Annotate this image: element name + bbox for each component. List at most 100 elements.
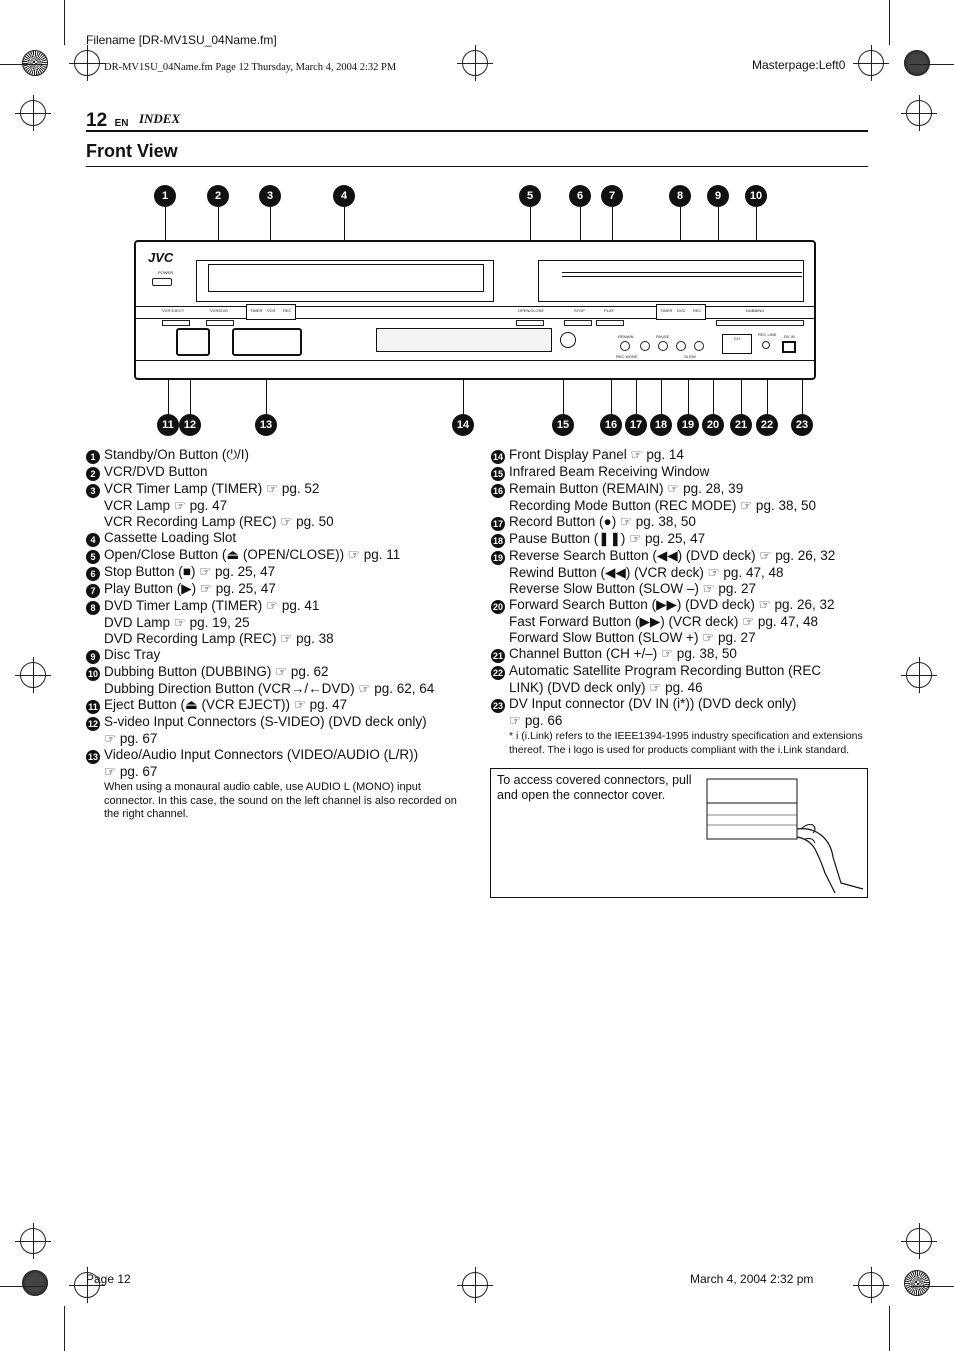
reverse-search-button[interactable] (676, 341, 686, 351)
item-number-badge: 11 (86, 700, 100, 714)
list-item-text: Forward Slow Button (SLOW +) ☞ pg. 27 (509, 630, 756, 645)
vcr-eject-button[interactable] (162, 320, 190, 326)
item-number-badge: 5 (86, 550, 100, 564)
forward-search-button[interactable] (694, 341, 704, 351)
crosshair-mark-icon (457, 45, 493, 81)
callout-15: 15 (552, 414, 574, 436)
vcr-label: VCR (267, 308, 276, 313)
callout-16: 16 (600, 414, 622, 436)
crosshair-mark-icon (853, 45, 889, 81)
list-item-text: Open/Close Button (⏏ (OPEN/CLOSE)) ☞ pg.… (104, 547, 401, 562)
list-item-line: Reverse Slow Button (SLOW –) ☞ pg. 27 (491, 581, 869, 597)
rec-link-button[interactable] (762, 341, 770, 349)
callout-23: 23 (791, 414, 813, 436)
callout-8: 8 (669, 185, 691, 207)
play-label: PLAY (604, 308, 614, 313)
list-item-line: 5 Open/Close Button (⏏ (OPEN/CLOSE)) ☞ pg… (86, 547, 466, 564)
list-item-line: Forward Slow Button (SLOW +) ☞ pg. 27 (491, 630, 869, 646)
callout-18: 18 (650, 414, 672, 436)
callout-6: 6 (569, 185, 591, 207)
dubbing-button[interactable] (716, 320, 804, 326)
vcr-dvd-button[interactable] (206, 320, 234, 326)
list-item-text: VCR Timer Lamp (TIMER) ☞ pg. 52 (104, 481, 320, 496)
list-item-text: Remain Button (REMAIN) ☞ pg. 28, 39 (509, 481, 744, 496)
item-number-badge: 10 (86, 667, 100, 681)
item-number-badge: 17 (491, 517, 505, 531)
connector-cover-box: To access covered connectors, pull and o… (490, 768, 868, 898)
list-item-text: VCR Recording Lamp (REC) ☞ pg. 50 (104, 514, 334, 529)
item-number-badge: 12 (86, 717, 100, 731)
av-input-connectors[interactable] (232, 328, 302, 356)
item-number-badge: 2 (86, 467, 100, 481)
crop-line (909, 1286, 954, 1287)
list-item-text: Forward Search Button (▶▶) (DVD deck) ☞ … (509, 597, 835, 612)
open-close-button[interactable] (516, 320, 544, 326)
play-button[interactable] (596, 320, 624, 326)
dvd-label: DVD (677, 308, 686, 313)
crop-line (64, 0, 65, 45)
cassette-slot-opening (208, 264, 484, 292)
list-item-line: Recording Mode Button (REC MODE) ☞ pg. 3… (491, 498, 869, 514)
list-item-text: Disc Tray (104, 647, 161, 662)
pause-button[interactable] (658, 341, 668, 351)
callout-14: 14 (452, 414, 474, 436)
callout-12: 12 (179, 414, 201, 436)
right-note: * i (i.Link) refers to the IEEE1394-1995… (509, 730, 863, 756)
list-item-text: DVD Timer Lamp (TIMER) ☞ pg. 41 (104, 598, 320, 613)
page-header: 12 EN INDEX (86, 110, 868, 132)
list-item-text: Play Button (▶) ☞ pg. 25, 47 (104, 581, 276, 596)
footer-page: Page 12 (86, 1272, 131, 1286)
list-item-line: Fast Forward Button (▶▶) (VCR deck) ☞ pg… (491, 614, 869, 630)
list-item-text: Rewind Button (◀◀) (VCR deck) ☞ pg. 47, … (509, 565, 784, 580)
crop-line (909, 64, 954, 65)
title-rule (86, 166, 868, 167)
list-item-text: Dubbing Button (DUBBING) ☞ pg. 62 (104, 664, 329, 679)
record-button[interactable] (640, 341, 650, 351)
list-item-line: LINK) (DVD deck only) ☞ pg. 46 (491, 680, 869, 696)
dv-in-connector[interactable] (782, 341, 796, 353)
dvd-timer-label: TIMER (660, 308, 673, 313)
callout-2: 2 (207, 185, 229, 207)
list-item-text: Infrared Beam Receiving Window (509, 464, 710, 479)
panel-base (136, 360, 814, 361)
crop-line (889, 0, 890, 45)
vcr-eject-label: VCR EJECT (162, 308, 185, 313)
list-item-line: Rewind Button (◀◀) (VCR deck) ☞ pg. 47, … (491, 565, 869, 581)
crosshair-mark-icon (853, 1267, 889, 1303)
registration-dot-icon (22, 1270, 48, 1296)
list-item-text: ☞ pg. 66 (509, 713, 563, 728)
list-item-text: Automatic Satellite Program Recording Bu… (509, 663, 822, 678)
callout-3: 3 (259, 185, 281, 207)
s-video-connector[interactable] (176, 328, 210, 356)
item-number-badge: 21 (491, 649, 505, 663)
vcr-timer-label: TIMER (250, 308, 263, 313)
callout-7: 7 (601, 185, 623, 207)
list-item-text: Eject Button (⏏ (VCR EJECT)) ☞ pg. 47 (104, 697, 348, 712)
item-number-badge: 18 (491, 534, 505, 548)
channel-button-group[interactable] (722, 334, 752, 354)
power-button[interactable] (152, 278, 172, 286)
vcr-rec-label: REC (283, 308, 292, 313)
ch-label: CH (734, 336, 740, 341)
callout-5: 5 (519, 185, 541, 207)
language-code: EN (114, 118, 129, 129)
remain-button[interactable] (620, 341, 630, 351)
stop-button[interactable] (564, 320, 592, 326)
callout-1: 1 (154, 185, 176, 207)
list-item-text: DV Input connector (DV IN (i*)) (DVD dec… (509, 696, 797, 711)
list-item-line: DVD Recording Lamp (REC) ☞ pg. 38 (86, 631, 466, 647)
